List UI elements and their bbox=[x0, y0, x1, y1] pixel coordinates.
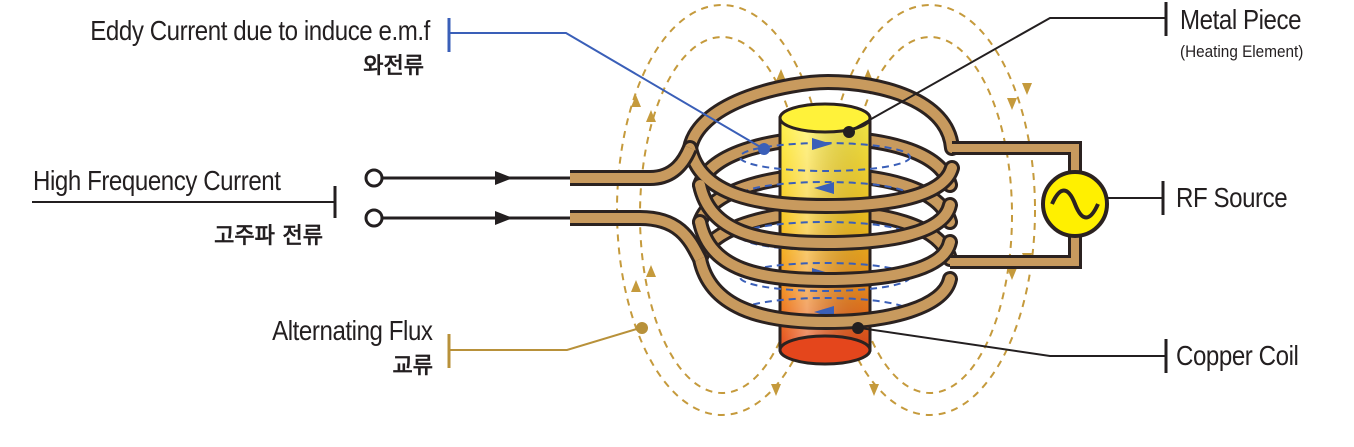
rf-source-label: RF Source bbox=[1176, 182, 1288, 213]
coil-front bbox=[682, 140, 960, 331]
high-frequency-label: High Frequency Current bbox=[33, 165, 281, 196]
alternating-flux-label: Alternating Flux bbox=[272, 315, 434, 346]
alternating-flux-ko-label: 교류 bbox=[392, 354, 433, 379]
copper-coil-label: Copper Coil bbox=[1176, 340, 1299, 371]
eddy-current-label: Eddy Current due to induce e.m.f bbox=[90, 15, 430, 46]
metal-piece-sub-label: (Heating Element) bbox=[1180, 42, 1304, 61]
leader-lines bbox=[32, 2, 1168, 373]
metal-piece-label: Metal Piece bbox=[1180, 4, 1302, 35]
eddy-current-ko-label: 와전류 bbox=[363, 54, 424, 79]
rf-source-symbol bbox=[1041, 170, 1109, 238]
high-frequency-ko-label: 고주파 전류 bbox=[214, 224, 323, 249]
coil-leads bbox=[570, 144, 708, 263]
input-wires bbox=[364, 168, 570, 228]
